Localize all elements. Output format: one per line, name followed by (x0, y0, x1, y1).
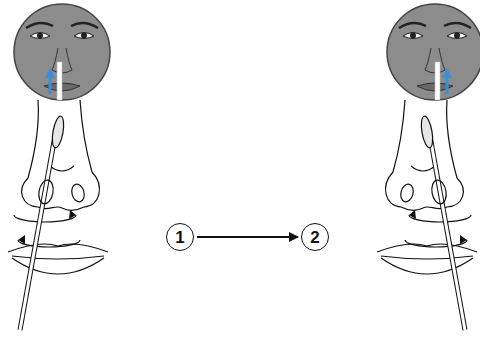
face-left (14, 4, 110, 112)
step-number-circle: 1 (166, 223, 194, 251)
step-number-circle: 2 (301, 223, 329, 251)
step-arrow (197, 236, 298, 238)
nose-left (8, 100, 108, 330)
face-right (387, 4, 480, 112)
callout-number: 1 (175, 229, 184, 246)
callout-number: 2 (310, 229, 319, 246)
nose-right (377, 100, 477, 330)
